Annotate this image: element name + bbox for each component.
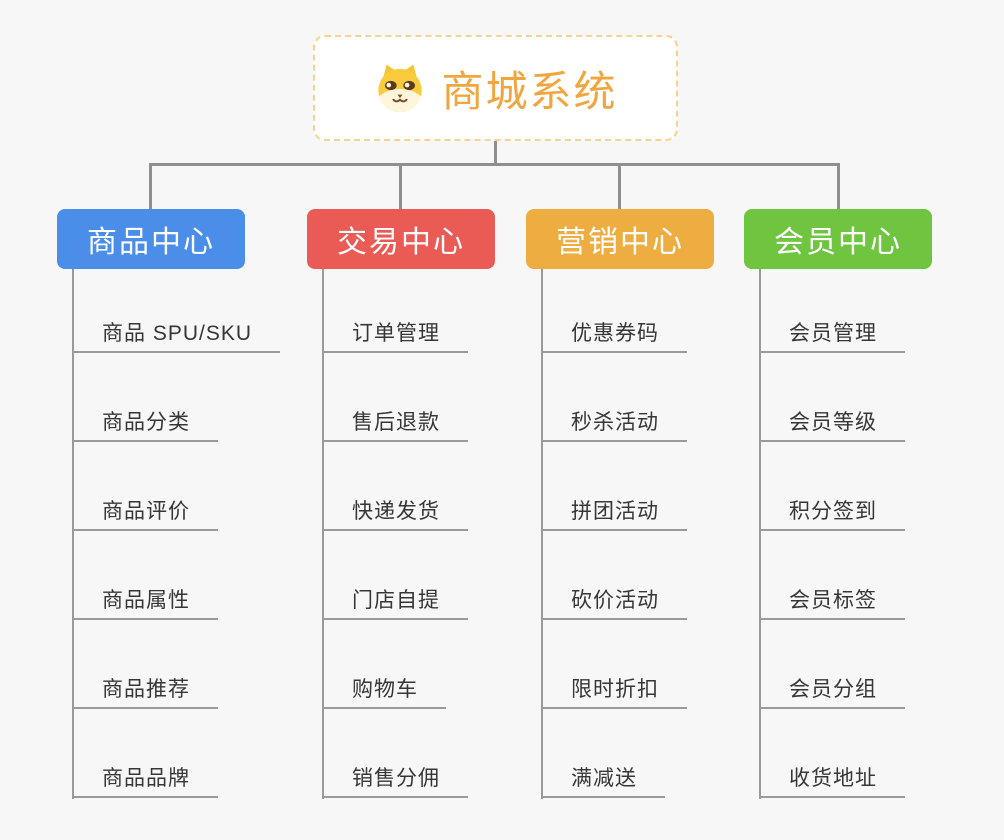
leaf-node[interactable]: 商品推荐	[72, 673, 218, 709]
connector-drop-trade	[399, 163, 402, 209]
branch-node-trade[interactable]: 交易中心	[307, 209, 495, 269]
branch-marketing: 营销中心 优惠券码 秒杀活动 拼团活动 砍价活动 限时折扣 满减送	[526, 209, 714, 799]
shiba-dog-icon	[373, 63, 427, 113]
leaf-node[interactable]: 积分签到	[759, 495, 905, 531]
leaf-node[interactable]: 限时折扣	[541, 673, 687, 709]
leaf-node[interactable]: 门店自提	[322, 584, 468, 620]
root-title: 商城系统	[441, 67, 618, 115]
branch-node-marketing[interactable]: 营销中心	[526, 209, 714, 269]
leaf-node[interactable]: 商品品牌	[72, 762, 218, 798]
leaf-node[interactable]: 商品 SPU/SKU	[72, 317, 281, 353]
leaf-node[interactable]: 满减送	[541, 762, 665, 798]
leaf-node[interactable]: 拼团活动	[541, 495, 687, 531]
branch-node-member[interactable]: 会员中心	[744, 209, 932, 269]
branch-trunk-line	[541, 269, 543, 799]
connector-drop-product	[149, 163, 152, 209]
leaf-node[interactable]: 收货地址	[759, 762, 905, 798]
branch-trade: 交易中心 订单管理 售后退款 快递发货 门店自提 购物车 销售分佣	[307, 209, 495, 799]
leaf-node[interactable]: 会员标签	[759, 584, 905, 620]
branch-product: 商品中心 商品 SPU/SKU 商品分类 商品评价 商品属性 商品推荐 商品品牌	[57, 209, 281, 799]
connector-drop-marketing	[618, 163, 621, 209]
connector-horizontal	[149, 163, 840, 166]
leaf-node[interactable]: 会员等级	[759, 406, 905, 442]
leaf-node[interactable]: 优惠券码	[541, 317, 687, 353]
leaf-node[interactable]: 商品属性	[72, 584, 218, 620]
connector-drop-member	[837, 163, 840, 209]
leaf-node[interactable]: 会员分组	[759, 673, 905, 709]
connector-root-vertical	[494, 141, 497, 164]
branch-trunk-line	[72, 269, 74, 799]
leaf-node[interactable]: 砍价活动	[541, 584, 687, 620]
leaf-node[interactable]: 快递发货	[322, 495, 468, 531]
leaf-node[interactable]: 会员管理	[759, 317, 905, 353]
leaf-node[interactable]: 订单管理	[322, 317, 468, 353]
branch-member: 会员中心 会员管理 会员等级 积分签到 会员标签 会员分组 收货地址	[744, 209, 932, 799]
branch-trunk-line	[759, 269, 761, 799]
branch-trunk-line	[322, 269, 324, 799]
leaf-node[interactable]: 商品评价	[72, 495, 218, 531]
leaf-node[interactable]: 商品分类	[72, 406, 218, 442]
leaf-node[interactable]: 秒杀活动	[541, 406, 687, 442]
leaf-node[interactable]: 销售分佣	[322, 762, 468, 798]
branch-node-product[interactable]: 商品中心	[57, 209, 245, 269]
root-node[interactable]: 商城系统	[313, 35, 678, 141]
leaf-node[interactable]: 售后退款	[322, 406, 468, 442]
leaf-node[interactable]: 购物车	[322, 673, 446, 709]
